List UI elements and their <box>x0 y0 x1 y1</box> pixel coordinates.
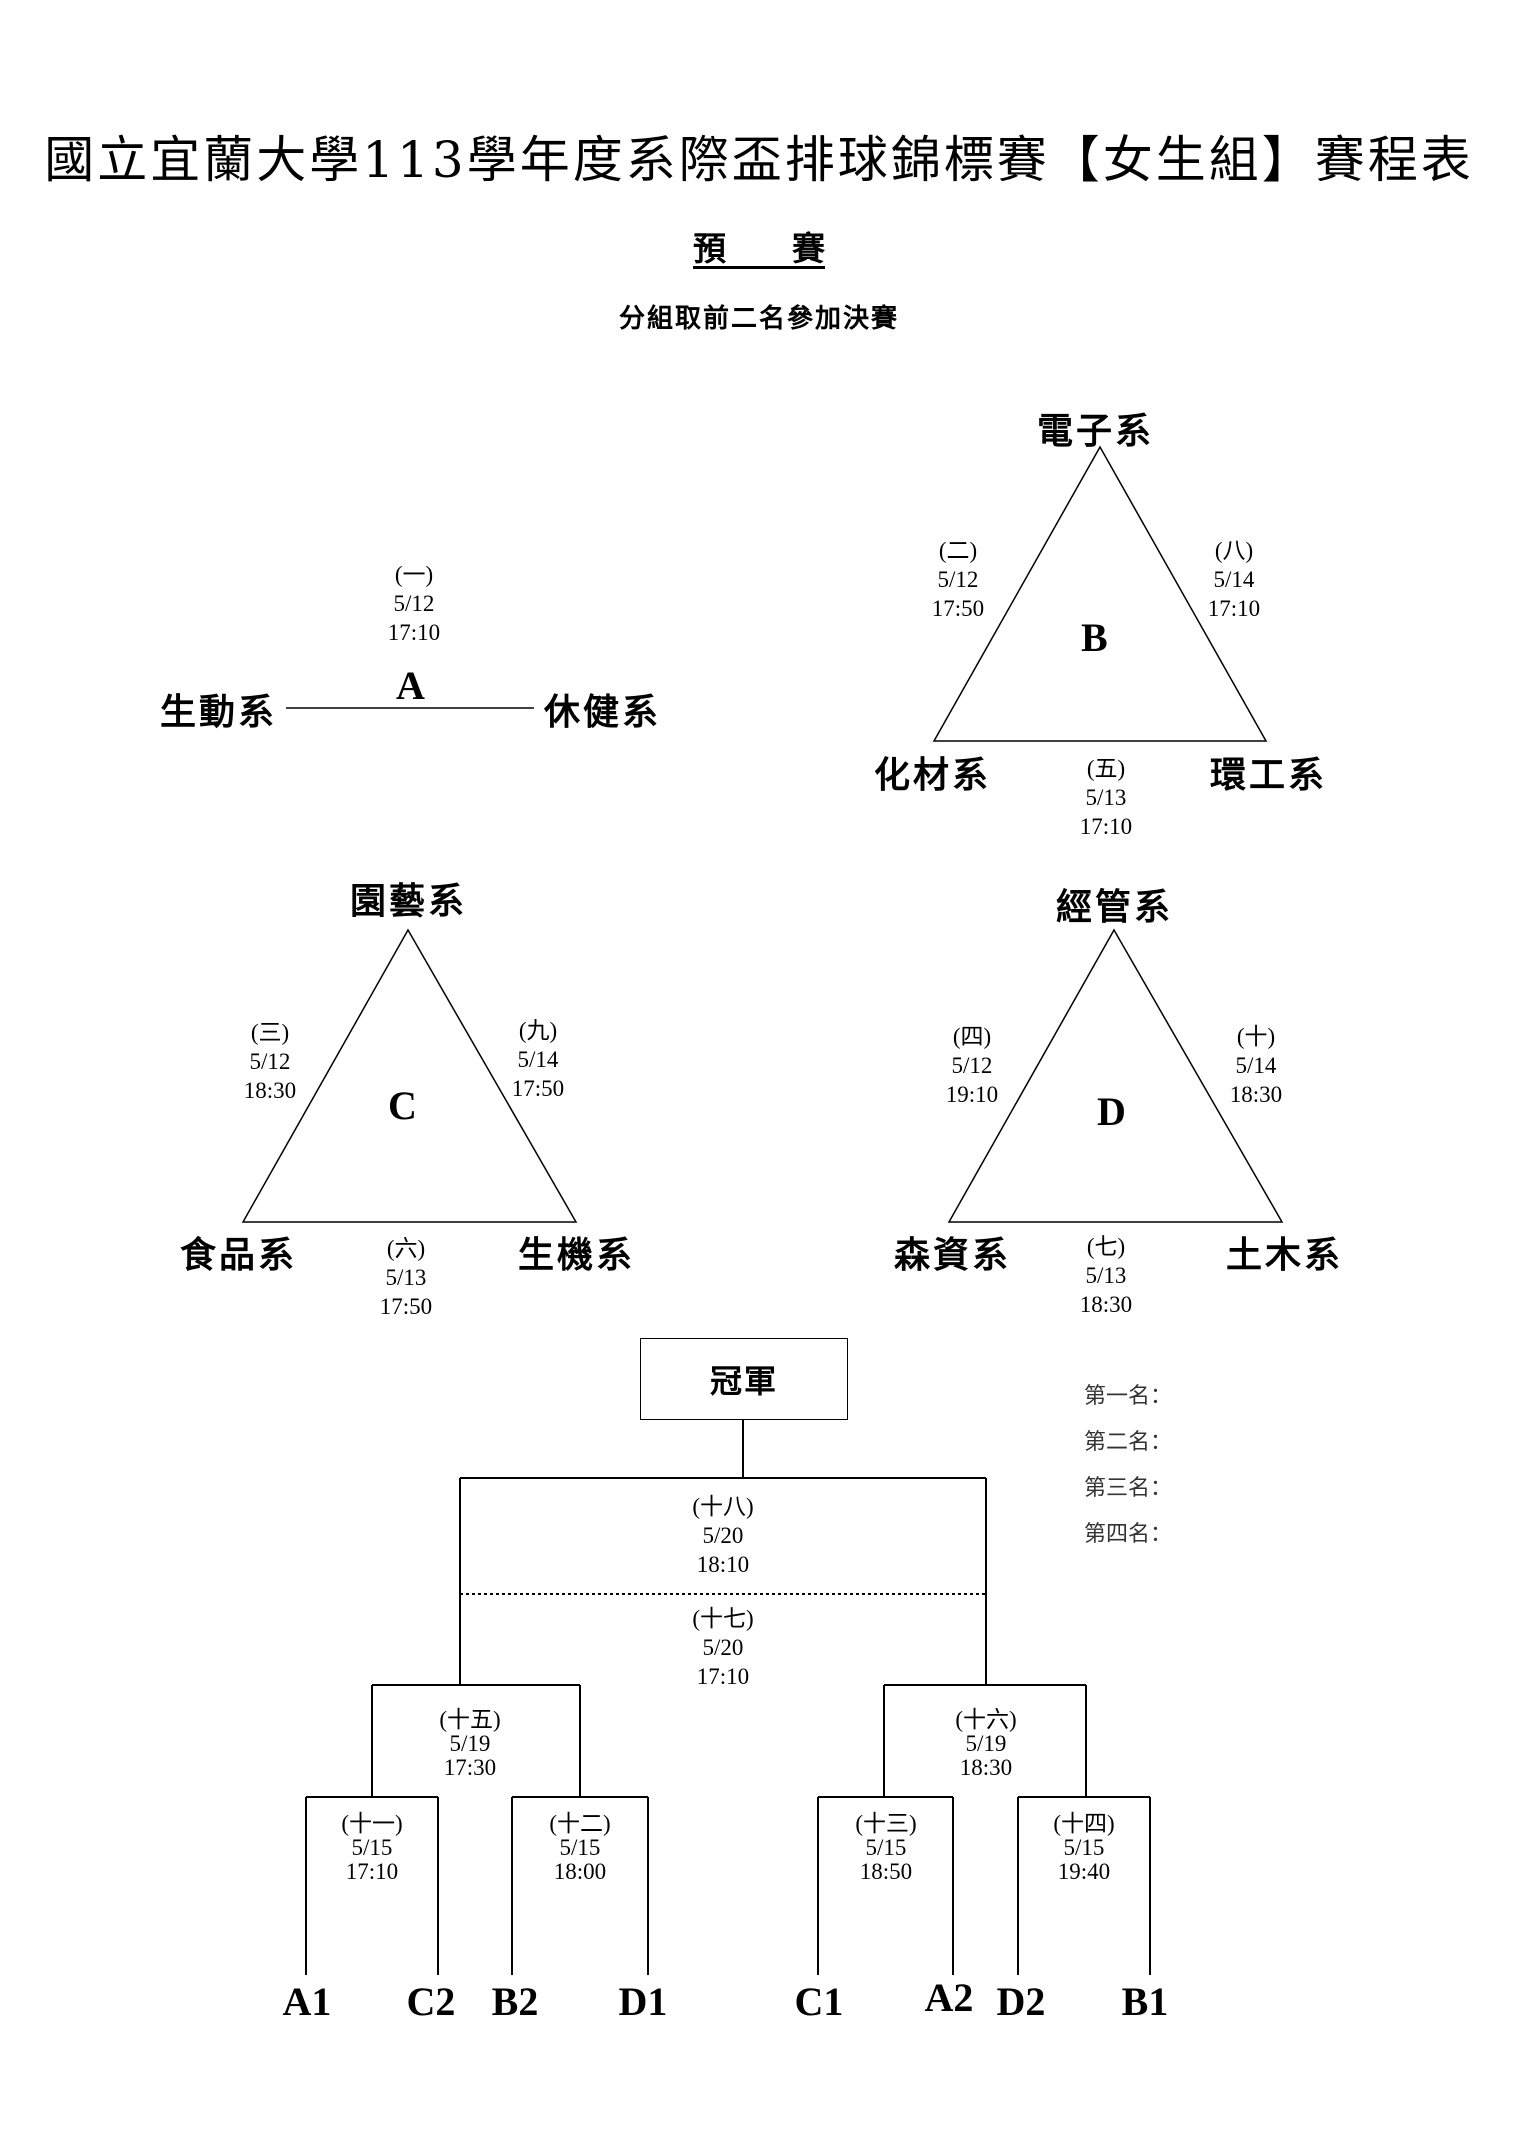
team-right: 土木系 <box>1226 1235 1344 1276</box>
slot-c2: C2 <box>406 1979 456 2024</box>
slot-b1: B1 <box>1121 1979 1169 2024</box>
group-a-label: A <box>396 663 425 708</box>
slot-b2: B2 <box>491 1979 539 2024</box>
match-2-info: (二) 5/12 17:50 <box>931 538 985 621</box>
team-right: 生機系 <box>518 1235 636 1276</box>
match-13-info: (十三) 5/15 18:50 <box>855 1811 917 1884</box>
page-title: 國立宜蘭大學113學年度系際盃排球錦標賽【女生組】賽程表 <box>44 131 1474 189</box>
match-8-info: (八) 5/14 17:10 <box>1207 538 1261 621</box>
group-d-label: D <box>1097 1089 1126 1134</box>
team-top: 經管系 <box>1056 887 1174 928</box>
bracket-lines <box>305 1420 1151 1975</box>
match-3-info: (三) 5/12 18:30 <box>243 1020 297 1103</box>
rank-fourth: 第四名： <box>1084 1522 1173 1547</box>
preliminary-label: 預 賽 <box>693 229 825 268</box>
match-16-info: (十六) 5/19 18:30 <box>955 1707 1017 1780</box>
match-12-info: (十二) 5/15 18:00 <box>549 1811 611 1884</box>
match-14-info: (十四) 5/15 19:40 <box>1053 1811 1115 1884</box>
match-18-info: (十八) 5/20 18:10 <box>692 1494 754 1577</box>
team-left: 化材系 <box>874 755 992 796</box>
rank-third: 第三名： <box>1084 1476 1173 1501</box>
champion-box: 冠軍 <box>640 1338 848 1420</box>
group-c-label: C <box>388 1083 417 1128</box>
match-9-info: (九) 5/14 17:50 <box>511 1018 565 1101</box>
group-d-triangle <box>947 928 1284 1223</box>
rank-first: 第一名： <box>1084 1384 1173 1409</box>
slot-c1: C1 <box>794 1979 844 2024</box>
match-15-info: (十五) 5/19 17:30 <box>439 1707 501 1780</box>
slot-a2: A2 <box>924 1975 974 2020</box>
team-left: 森資系 <box>894 1235 1012 1276</box>
group-b-triangle <box>932 445 1268 742</box>
match-4-info: (四) 5/12 19:10 <box>945 1024 999 1107</box>
match-10-info: (十) 5/14 18:30 <box>1229 1024 1283 1107</box>
team-top: 電子系 <box>1037 411 1155 452</box>
rank-second: 第二名： <box>1084 1430 1173 1455</box>
group-c-triangle <box>241 928 578 1223</box>
team-left: 生動系 <box>160 692 278 733</box>
match-6-info: (六) 5/13 17:50 <box>379 1236 433 1319</box>
team-left: 食品系 <box>180 1235 298 1276</box>
slot-d2: D2 <box>996 1979 1046 2024</box>
slot-a1: A1 <box>282 1979 332 2024</box>
team-right: 休健系 <box>544 692 662 733</box>
slot-d1: D1 <box>618 1979 668 2024</box>
match-17-info: (十七) 5/20 17:10 <box>692 1606 754 1689</box>
match-7-info: (七) 5/13 18:30 <box>1079 1234 1133 1317</box>
team-right: 環工系 <box>1210 755 1328 796</box>
match-5-info: (五) 5/13 17:10 <box>1079 756 1133 839</box>
qualification-note: 分組取前二名參加決賽 <box>618 304 899 334</box>
group-b-label: B <box>1081 615 1108 660</box>
section-heading: 預 賽 <box>0 222 1518 270</box>
match-1-info: (一) 5/12 17:10 <box>387 562 441 645</box>
match-11-info: (十一) 5/15 17:10 <box>341 1811 403 1884</box>
team-top: 園藝系 <box>350 881 468 922</box>
champion-label: 冠軍 <box>709 1362 778 1400</box>
